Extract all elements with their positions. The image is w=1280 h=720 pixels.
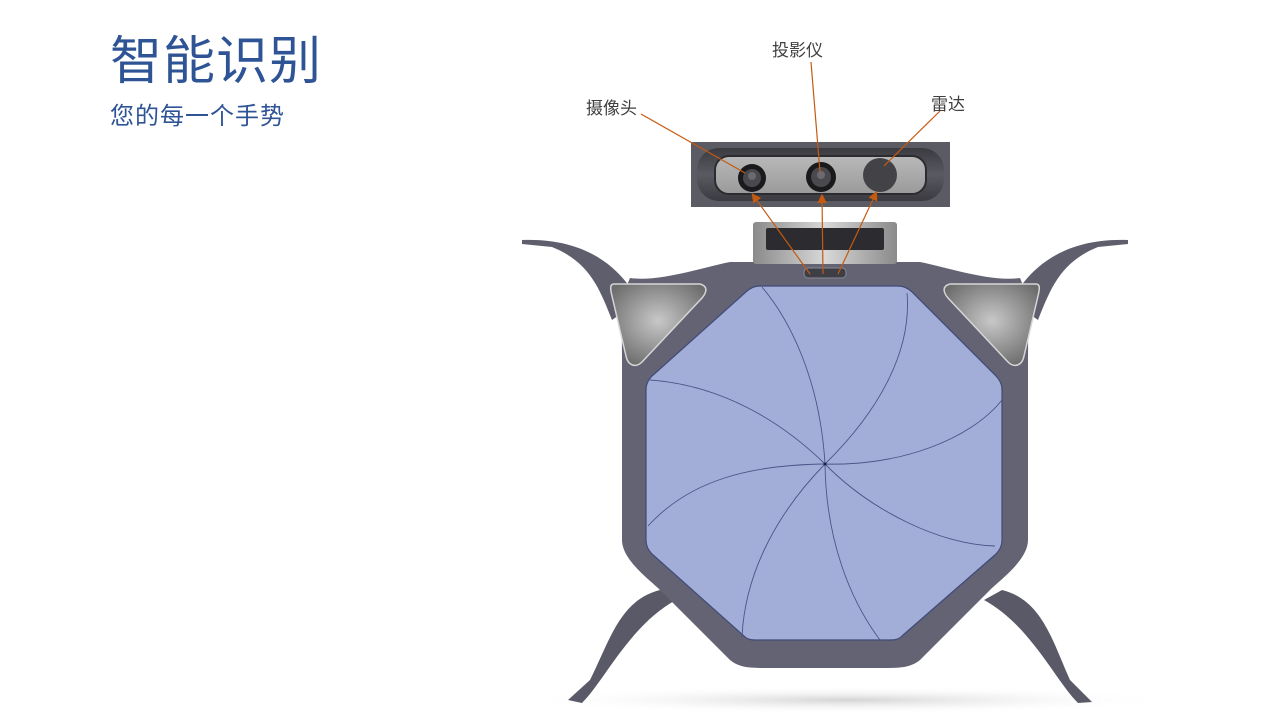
left-leg bbox=[568, 590, 676, 703]
slide-title: 智能识别 bbox=[110, 32, 323, 92]
callout-camera: 摄像头 bbox=[586, 99, 637, 119]
projector-lens bbox=[806, 162, 836, 192]
spiral-center bbox=[823, 462, 827, 466]
spiral-pattern bbox=[647, 286, 1003, 641]
right-arm bbox=[1010, 239, 1128, 320]
floor-shadow bbox=[518, 686, 1178, 714]
callout-projector: 投影仪 bbox=[772, 41, 823, 61]
left-arm bbox=[522, 239, 640, 320]
mount-slot bbox=[766, 228, 884, 250]
left-pocket bbox=[609, 283, 707, 367]
callout-lines bbox=[640, 61, 941, 275]
indicator-slot bbox=[803, 267, 847, 279]
right-pocket bbox=[943, 283, 1041, 367]
slide-subtitle: 您的每一个手势 bbox=[110, 102, 285, 130]
radar-sensor bbox=[863, 158, 897, 192]
callout-radar: 雷达 bbox=[931, 95, 965, 115]
right-leg bbox=[984, 590, 1092, 703]
camera-lens bbox=[738, 164, 766, 192]
